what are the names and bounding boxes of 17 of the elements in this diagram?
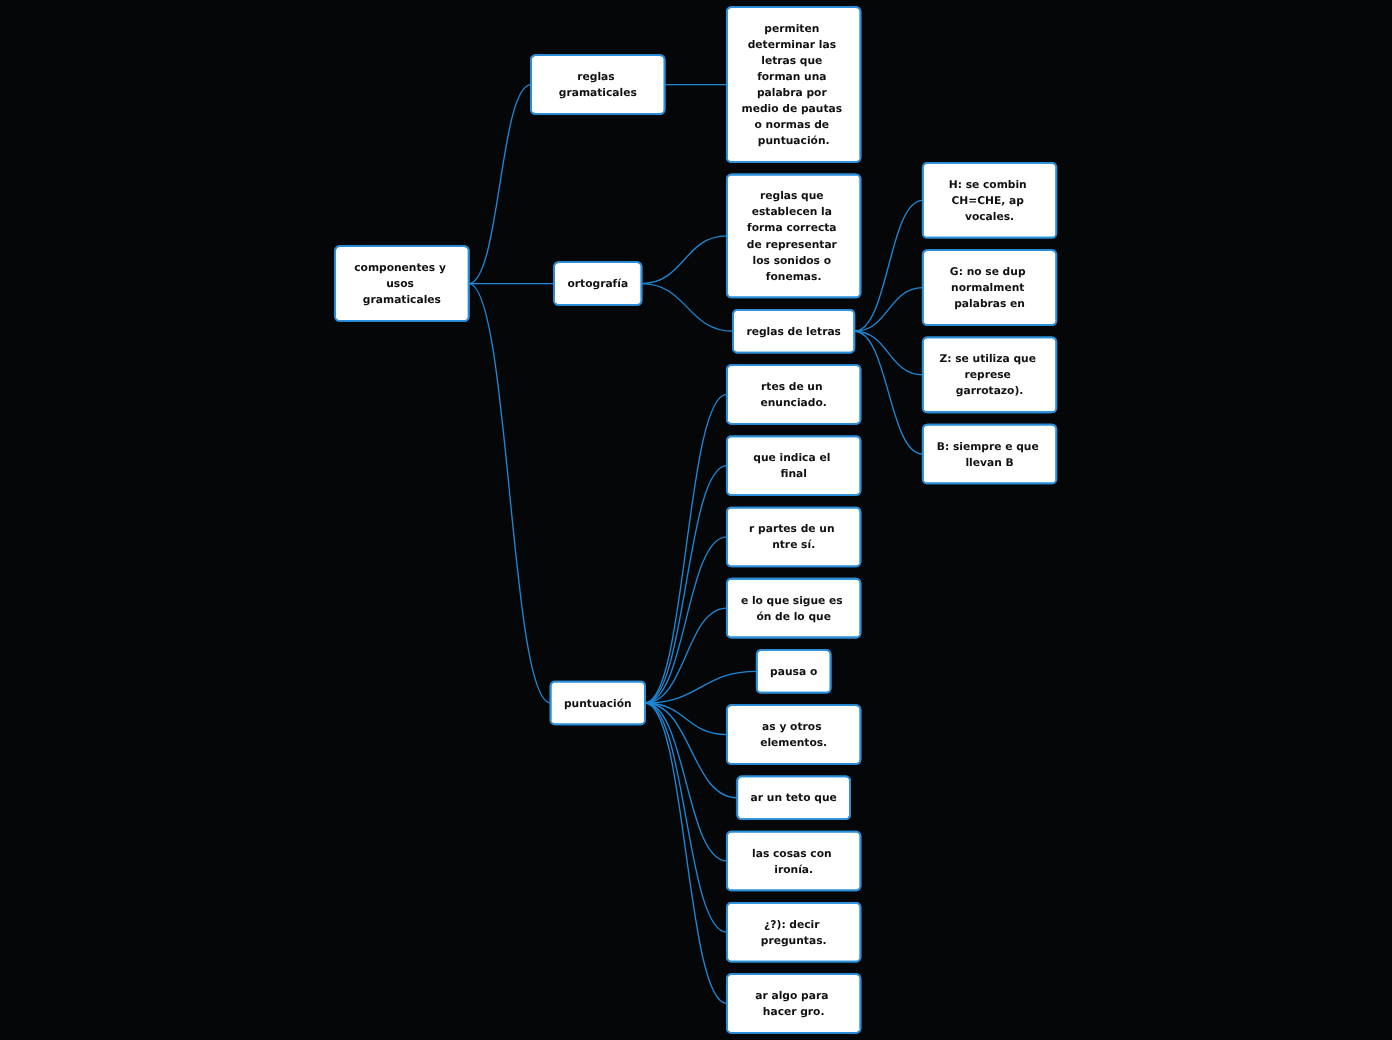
connector: [641, 282, 734, 332]
connector: [644, 536, 728, 704]
connector: [644, 702, 728, 862]
connector: [853, 286, 924, 332]
connector: [641, 235, 728, 285]
connector: [644, 670, 758, 704]
connector: [468, 282, 555, 285]
connector: [468, 282, 552, 704]
connector: [644, 702, 728, 1005]
connector: [468, 83, 532, 285]
connector: [853, 199, 924, 332]
connector: [644, 702, 728, 933]
connector: [644, 465, 728, 704]
connector: [664, 83, 728, 86]
connector: [853, 330, 924, 455]
connector: [853, 330, 924, 376]
connector: [644, 393, 728, 704]
